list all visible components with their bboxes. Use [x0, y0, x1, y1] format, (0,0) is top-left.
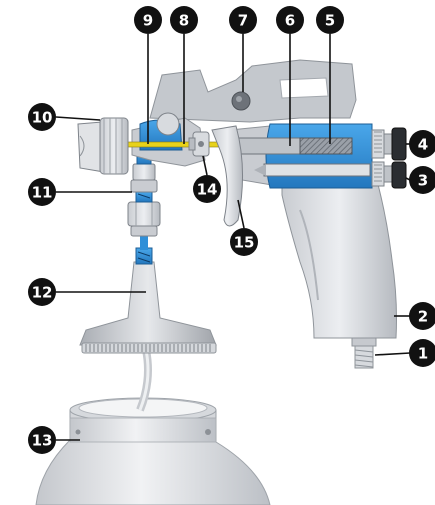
callout-circle-9 — [134, 6, 162, 34]
trigger-pivot — [188, 131, 210, 157]
barrel-cutaway — [229, 123, 373, 189]
callout-circle-5 — [316, 6, 344, 34]
callout-label-3: 3 — [418, 172, 428, 190]
gun-upper-body — [149, 59, 357, 123]
callout-circle-14 — [193, 175, 221, 203]
callout-circle-6 — [276, 6, 304, 34]
gun-handle — [281, 161, 397, 369]
callout-circle-13 — [28, 426, 56, 454]
siphon-tube — [136, 349, 152, 412]
cup-lid — [79, 261, 217, 354]
callout-label-13: 13 — [32, 432, 53, 450]
callout-label-4: 4 — [418, 136, 428, 154]
callout-5: 5 — [316, 6, 344, 34]
callout-6: 6 — [276, 6, 304, 34]
callout-circle-12 — [28, 278, 56, 306]
callout-circle-15 — [230, 228, 258, 256]
air-cap — [77, 117, 129, 175]
callout-15: 15 — [230, 228, 258, 256]
callout-label-14: 14 — [197, 181, 218, 199]
callout-13: 13 — [28, 426, 56, 454]
adjustment-knobs — [371, 127, 407, 189]
callout-7: 7 — [229, 6, 257, 34]
callout-circle-2 — [409, 302, 435, 330]
callout-1: 1 — [409, 339, 435, 367]
callout-label-5: 5 — [325, 12, 335, 30]
callout-label-15: 15 — [234, 234, 255, 252]
callout-label-10: 10 — [32, 109, 53, 127]
callout-14: 14 — [193, 175, 221, 203]
callout-circle-3 — [409, 166, 435, 194]
callout-label-9: 9 — [143, 12, 153, 30]
callout-label-12: 12 — [32, 284, 53, 302]
callout-9: 9 — [134, 6, 162, 34]
callout-circle-4 — [409, 130, 435, 158]
callout-3: 3 — [409, 166, 435, 194]
leader-lines — [55, 34, 411, 441]
callout-circle-7 — [229, 6, 257, 34]
callout-12: 12 — [28, 278, 56, 306]
callout-label-1: 1 — [418, 345, 428, 363]
callout-11: 11 — [28, 178, 56, 206]
leader-line-15 — [237, 199, 245, 229]
cup-swivel-connector — [127, 149, 161, 265]
callout-circle-8 — [170, 6, 198, 34]
callout-10: 10 — [28, 103, 56, 131]
callout-circle-1 — [409, 339, 435, 367]
callout-label-11: 11 — [32, 184, 53, 202]
leader-line-10 — [55, 116, 101, 121]
callout-label-7: 7 — [238, 12, 248, 30]
callout-8: 8 — [170, 6, 198, 34]
callout-circle-11 — [28, 178, 56, 206]
paint-cup — [35, 397, 271, 505]
callout-2: 2 — [409, 302, 435, 330]
trigger — [211, 125, 243, 227]
callout-label-6: 6 — [285, 12, 295, 30]
leader-line-14 — [202, 155, 208, 176]
callout-label-8: 8 — [179, 12, 189, 30]
leader-line-1 — [374, 352, 411, 356]
callout-4: 4 — [409, 130, 435, 158]
callout-label-2: 2 — [418, 308, 428, 326]
callout-circle-10 — [28, 103, 56, 131]
